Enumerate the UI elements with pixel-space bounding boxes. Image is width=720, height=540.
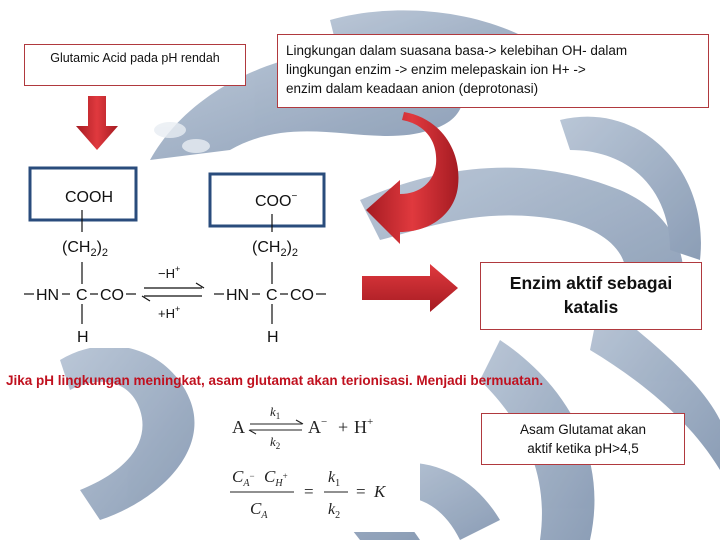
- label-base-environment: Lingkungan dalam suasana basa-> kelebiha…: [277, 34, 709, 108]
- formula-a-minus: A−: [308, 416, 327, 437]
- formula-k2: k2: [270, 434, 280, 451]
- formula-drawing: A k1 k2 A− + H+ CA− CH+ CA = k1 k2 = K: [230, 404, 387, 521]
- active-enzyme-line-1: Enzim aktif sebagai: [509, 273, 673, 293]
- base-env-line-2: lingkungan enzim -> enzim melepaskain io…: [286, 62, 586, 77]
- down-arrow: [76, 96, 118, 150]
- formula-c-a: CA: [250, 499, 268, 521]
- cooh-highlight-box: [28, 166, 138, 222]
- formula-plus: +: [338, 417, 348, 437]
- reverse-label: +H+: [158, 304, 180, 321]
- right-c: C: [266, 287, 278, 304]
- label-glutamic-acid-text: Glutamic Acid pada pH rendah: [50, 51, 220, 65]
- ph-statement: Jika pH lingkungan meningkat, asam gluta…: [6, 373, 544, 388]
- left-c: C: [76, 287, 88, 304]
- glutamic-acid-equilibrium: COOH (CH2)2 HN C CO H −H+ +H+ COO− (CH2: [10, 160, 335, 348]
- formula-c-a-minus: CA−: [232, 467, 255, 489]
- right-h: H: [267, 329, 279, 346]
- forward-label: −H+: [158, 264, 180, 281]
- right-nh: HN: [226, 287, 249, 304]
- formula-c-h-plus: CH+: [264, 467, 288, 489]
- formula-h-plus: H+: [354, 416, 373, 437]
- base-env-line-3: enzim dalam keadaan anion (deprotonasi): [286, 81, 539, 96]
- left-ch2-group: (CH2)2: [62, 239, 108, 259]
- coo-text: COO−: [255, 191, 297, 210]
- label-active-enzyme: Enzim aktif sebagai katalis: [480, 262, 702, 330]
- formula-k: K: [373, 482, 387, 501]
- glutamate-active-line-1: Asam Glutamat akan: [519, 422, 647, 437]
- right-ch2-group: (CH2)2: [252, 239, 298, 259]
- formula-equals-2: =: [356, 482, 366, 501]
- cooh-text: COOH: [65, 189, 113, 206]
- right-arrow: [362, 264, 458, 312]
- label-glutamate-active-ph: Asam Glutamat akan aktif ketika pH>4,5: [481, 413, 685, 465]
- right-co: CO: [290, 287, 314, 304]
- equilibrium-constant-formula: A k1 k2 A− + H+ CA− CH+ CA = k1 k2 = K: [210, 400, 420, 532]
- base-env-line-1: Lingkungan dalam suasana basa-> kelebiha…: [286, 43, 628, 58]
- formula-k1-frac: k1: [328, 469, 340, 489]
- left-co: CO: [100, 287, 124, 304]
- formula-a: A: [232, 417, 245, 437]
- glutamate-active-line-2: aktif ketika pH>4,5: [527, 441, 639, 456]
- formula-k2-frac: k2: [328, 501, 340, 521]
- formula-equals-1: =: [304, 482, 314, 501]
- label-glutamic-acid-low-ph: Glutamic Acid pada pH rendah: [24, 44, 246, 86]
- formula-k1: k1: [270, 404, 280, 421]
- left-nh: HN: [36, 287, 59, 304]
- left-h: H: [77, 329, 89, 346]
- coo-highlight-box: [208, 172, 326, 228]
- equilibrium-drawing: COOH (CH2)2 HN C CO H −H+ +H+ COO− (CH2: [24, 166, 326, 346]
- active-enzyme-line-2: katalis: [563, 297, 619, 317]
- curved-arrow: [366, 112, 459, 244]
